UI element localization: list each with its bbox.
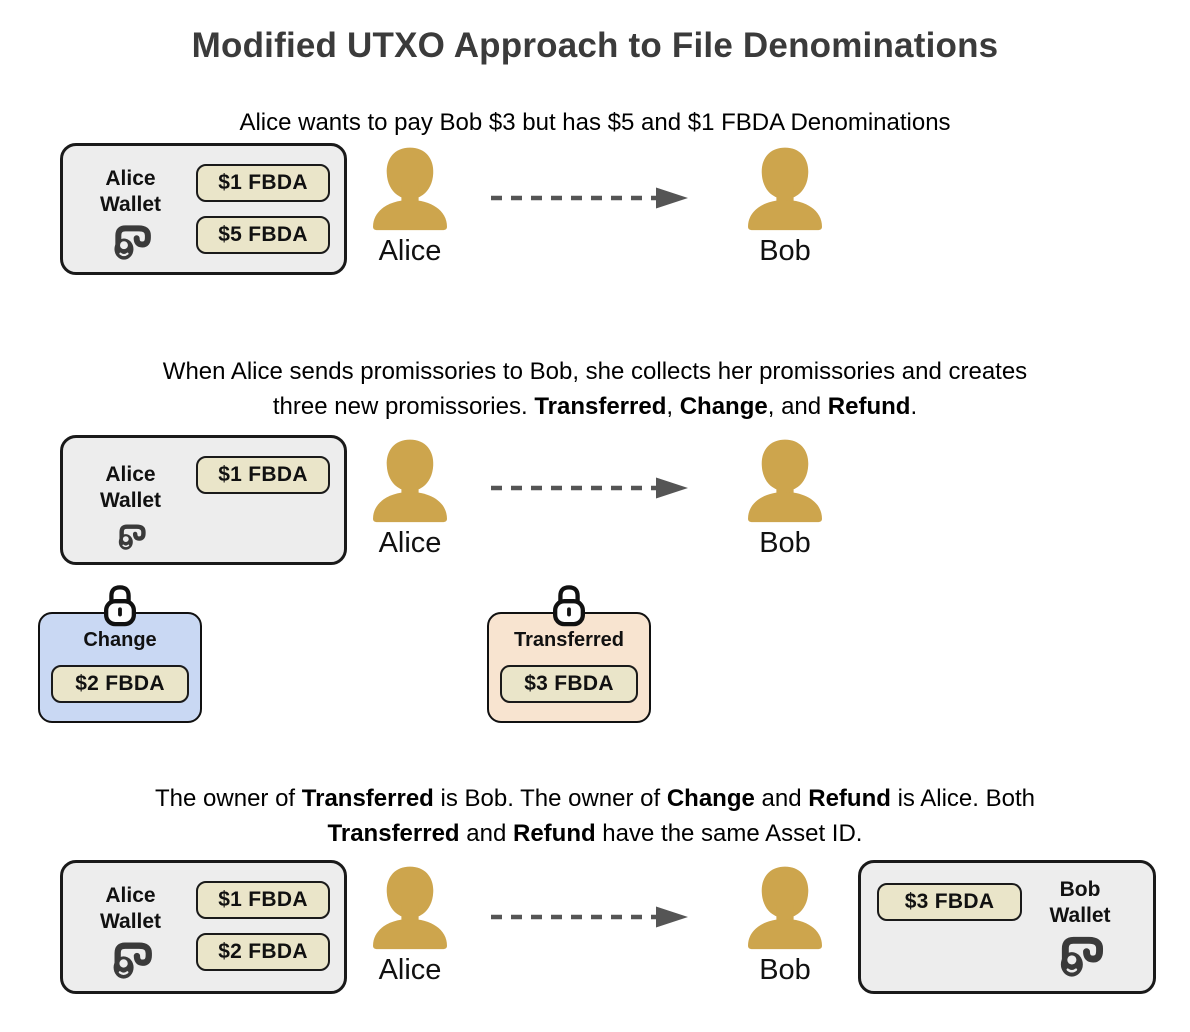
key-icon — [101, 522, 161, 550]
section2-caption: When Alice sends promissories to Bob, sh… — [162, 358, 1028, 420]
person-icon — [373, 147, 447, 231]
dashed-arrow-right-icon — [488, 474, 692, 502]
wallet-owner-column: Alice Wallet — [77, 450, 184, 550]
denomination-tag: $2 FBDA — [51, 665, 189, 703]
promissory-name: Change — [83, 629, 157, 651]
denomination-tag: $5 FBDA — [196, 216, 330, 254]
wallet-owner-column: Alice Wallet — [77, 875, 184, 979]
transferred-promissory-box: Transferred $3 FBDA — [487, 612, 651, 723]
section1-caption: Alice wants to pay Bob $3 but has $5 and… — [239, 109, 951, 136]
person-icon — [373, 866, 447, 950]
bob-wallet-box: $3 FBDA Bob Wallet — [858, 860, 1156, 994]
denomination-tag: $2 FBDA — [196, 933, 330, 971]
bob-actor-2: Bob — [725, 437, 845, 560]
person-icon — [748, 866, 822, 950]
alice-actor-2: Alice — [350, 437, 470, 560]
key-icon — [1051, 933, 1109, 977]
promissory-name: Transferred — [513, 629, 625, 651]
wallet-denominations: $1 FBDA $5 FBDA — [196, 164, 330, 260]
denomination-tag: $3 FBDA — [877, 883, 1022, 921]
denomination-tag: $1 FBDA — [196, 456, 330, 494]
actor-name: Bob — [759, 235, 811, 267]
alice-actor-3: Alice — [350, 864, 470, 987]
alice-actor-1: Alice — [350, 145, 470, 268]
wallet-owner-label: Bob Wallet — [1049, 878, 1111, 927]
alice-wallet-box-1: Alice Wallet $1 FBDA $5 FBDA — [60, 143, 347, 275]
wallet-owner-label: Alice Wallet — [99, 884, 162, 933]
wallet-owner-column: Bob Wallet — [1023, 877, 1137, 977]
section3-caption: The owner of Transferred is Bob. The own… — [155, 785, 1035, 847]
wallet-owner-label: Alice Wallet — [99, 167, 162, 216]
person-icon — [748, 147, 822, 231]
alice-wallet-box-2: Alice Wallet $1 FBDA — [60, 435, 347, 565]
actor-name: Alice — [378, 527, 442, 559]
actor-name: Bob — [759, 954, 811, 986]
wallet-denominations: $3 FBDA — [877, 877, 1023, 977]
wallet-owner-column: Alice Wallet — [77, 158, 184, 260]
bob-actor-1: Bob — [725, 145, 845, 268]
wallet-denominations: $1 FBDA — [196, 456, 330, 550]
page-title: Modified UTXO Approach to File Denominat… — [191, 26, 999, 65]
bob-actor-3: Bob — [725, 864, 845, 987]
wallet-denominations: $1 FBDA $2 FBDA — [196, 881, 330, 979]
actor-name: Bob — [759, 527, 811, 559]
person-icon — [373, 439, 447, 523]
denomination-tag: $3 FBDA — [500, 665, 638, 703]
actor-name: Alice — [378, 235, 442, 267]
key-icon — [101, 939, 161, 979]
alice-wallet-box-3: Alice Wallet $1 FBDA $2 FBDA — [60, 860, 347, 994]
actor-name: Alice — [378, 954, 442, 986]
change-promissory-box: Change $2 FBDA — [38, 612, 202, 723]
denomination-tag: $1 FBDA — [196, 164, 330, 202]
dashed-arrow-right-icon — [488, 184, 692, 212]
key-icon — [101, 222, 161, 260]
wallet-owner-label: Alice Wallet — [99, 463, 162, 512]
padlock-icon — [99, 583, 141, 627]
denomination-tag: $1 FBDA — [196, 881, 330, 919]
dashed-arrow-right-icon — [488, 903, 692, 931]
padlock-icon — [548, 583, 590, 627]
person-icon — [748, 439, 822, 523]
